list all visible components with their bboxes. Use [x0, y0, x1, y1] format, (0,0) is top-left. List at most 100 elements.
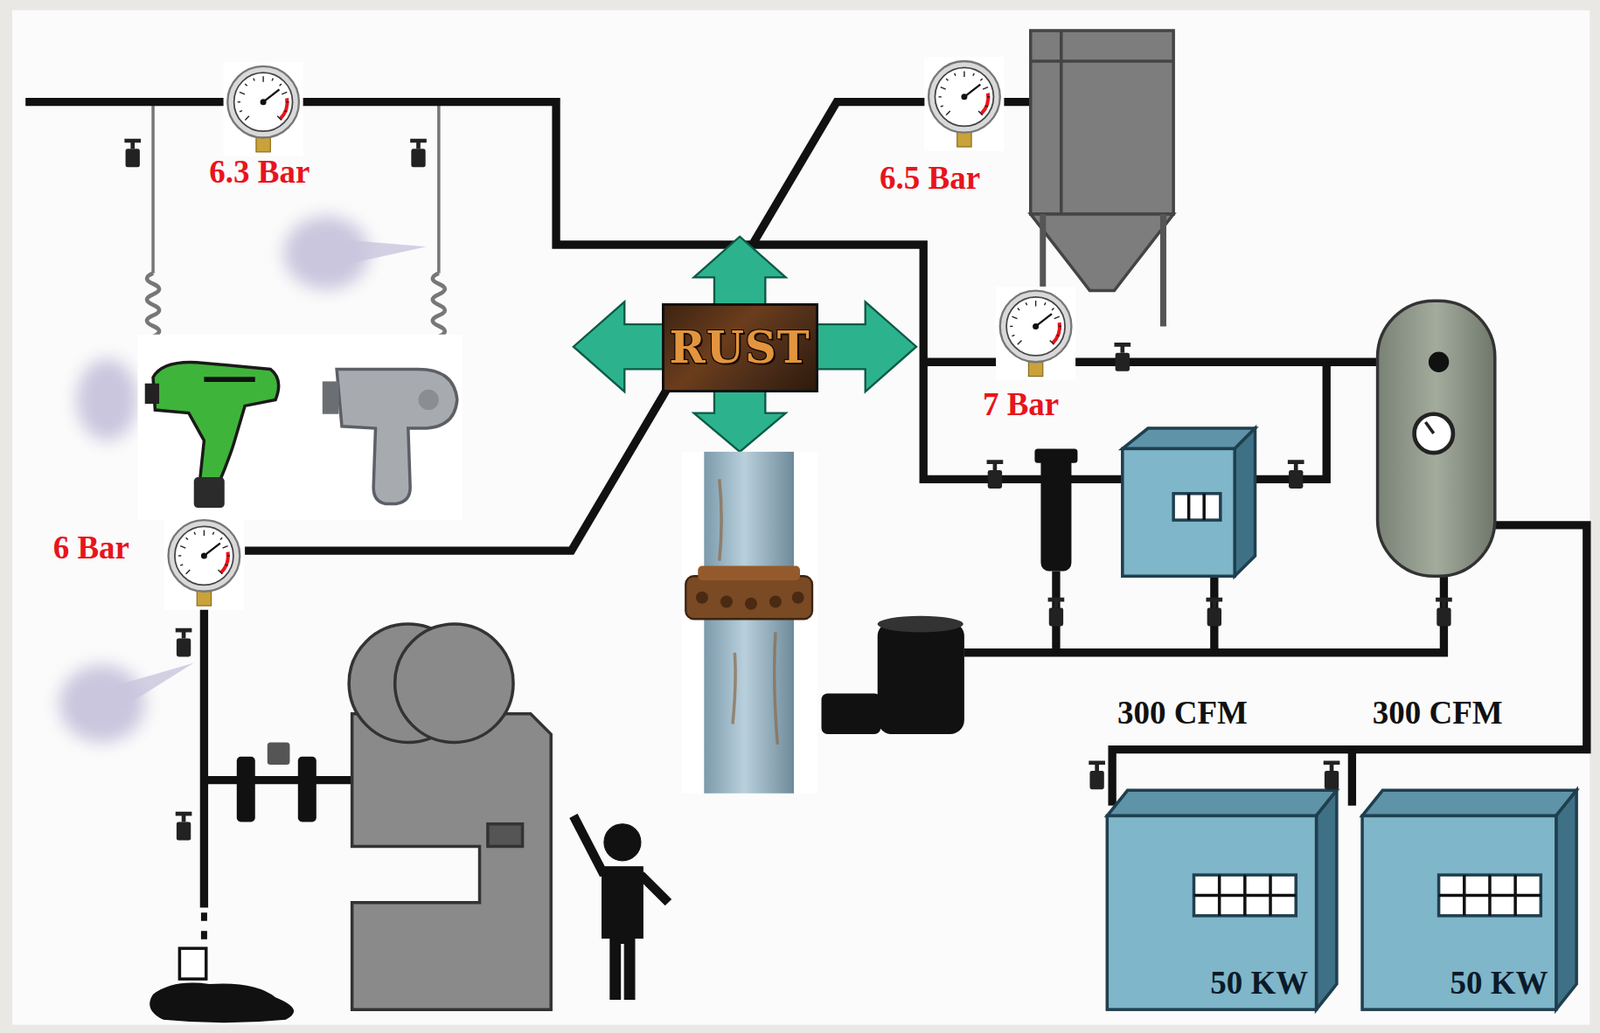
- pressure-gauge-part: [1017, 340, 1023, 346]
- rusty-pipe-photo-part: [685, 576, 813, 620]
- compressor-units-part: [1439, 875, 1542, 917]
- press-machine-part: [352, 714, 552, 1010]
- drain-tank: [821, 616, 965, 735]
- operator-part: [604, 824, 641, 862]
- valve-symbol-part: [1113, 344, 1131, 353]
- pressure-gauge-part: [938, 96, 941, 98]
- rust-arrows-part: [694, 390, 787, 453]
- press-machine-part: [395, 624, 514, 743]
- air-tools-part: [145, 383, 160, 404]
- valve-symbol-part: [1048, 599, 1065, 608]
- rust-arrows: [573, 236, 917, 453]
- dryer-part: [1122, 448, 1235, 577]
- pressure-gauge-part: [1050, 340, 1055, 346]
- pressure-reading: 6 Bar: [53, 530, 130, 567]
- valve-symbol-part: [1088, 763, 1106, 772]
- rust-arrows-part: [694, 236, 787, 307]
- receiver-tank-part: [1377, 300, 1496, 577]
- compressor-units-part: [1439, 875, 1542, 917]
- pressure-gauge-part: [954, 73, 956, 77]
- rust-callout-box: RUST: [661, 303, 819, 394]
- pressure-gauge: [924, 56, 1004, 151]
- pressure-gauge-part: [279, 83, 282, 86]
- valve-symbol: [410, 140, 427, 167]
- frl-unit-part: [298, 757, 317, 823]
- valve-symbol-part: [1089, 771, 1104, 790]
- operator-part: [573, 815, 669, 903]
- compressor-units-part: [1556, 790, 1577, 1010]
- drop-lines-part: [432, 273, 446, 337]
- pressure-gauge-part: [980, 78, 982, 81]
- drop-lines-part: [437, 102, 441, 274]
- compressor-unit: 300 CFM50 KW: [1362, 790, 1577, 1010]
- rust-arrows-part: [573, 301, 666, 392]
- pressure-gauge-part: [239, 111, 243, 112]
- pressure-gauge-part: [164, 515, 244, 610]
- filter-part: [1034, 448, 1078, 463]
- pressure-gauge-part: [218, 570, 223, 575]
- air-tools-part: [153, 362, 279, 480]
- air-tools-part: [203, 376, 255, 383]
- silo-part: [1030, 30, 1174, 215]
- pressure-gauge: [223, 62, 304, 156]
- pressure-gauge-part: [1000, 291, 1072, 363]
- receiver-tank-part: [1414, 414, 1454, 453]
- valve-symbol-part: [1206, 599, 1224, 608]
- pressure-gauge-part: [227, 66, 300, 139]
- valve-symbol: [1323, 763, 1341, 790]
- pressure-gauge-part: [1011, 316, 1017, 320]
- silo-part: [1030, 30, 1174, 215]
- air-tools-part: [322, 381, 340, 414]
- rusty-pipe-photo-part: [695, 591, 709, 605]
- valve-symbol-part: [124, 140, 141, 149]
- valve-symbol: [1435, 599, 1453, 627]
- valve-symbol-part: [175, 630, 193, 639]
- oil-drip-part: [149, 983, 294, 1024]
- pressure-gauge: [164, 515, 244, 610]
- silo: [1030, 30, 1174, 327]
- pressure-gauge-part: [262, 76, 264, 83]
- pipe-network-part: [203, 776, 352, 785]
- pipe-network: [25, 102, 1587, 909]
- drip-line: [201, 912, 208, 949]
- pressure-reading: 6.5 Bar: [879, 160, 981, 197]
- valve-symbol-part: [410, 148, 425, 167]
- pressure-gauges: [164, 56, 1076, 610]
- valve-symbol-part: [1435, 599, 1453, 608]
- pressure-gauge-part: [928, 61, 1001, 133]
- filter-part: [1040, 453, 1072, 571]
- pressure-gauge-part: [225, 564, 229, 566]
- filter: [1034, 448, 1078, 571]
- valve-symbol-part: [1436, 607, 1451, 627]
- operator-part: [602, 867, 644, 1001]
- pipe-network-part: [200, 573, 209, 909]
- pressure-gauge-part: [1054, 316, 1060, 320]
- pressure-gauge-part: [982, 87, 988, 91]
- pressure-gauge-part: [963, 70, 965, 77]
- dryer: [1122, 428, 1256, 577]
- pressure-gauge-part: [980, 92, 991, 115]
- pipe-network-part: [964, 576, 1445, 654]
- pressure-gauge-part: [253, 78, 255, 82]
- valve-symbol-part: [987, 470, 1002, 489]
- rust-label: RUST: [669, 324, 811, 373]
- pressure-gauge-part: [203, 530, 205, 537]
- valve-symbol-part: [1115, 353, 1130, 372]
- oil-drip: [149, 948, 294, 1023]
- pipe-network-part: [1348, 750, 1357, 807]
- dryer-part: [1122, 428, 1256, 449]
- pressure-gauge-part: [1032, 323, 1039, 330]
- pressure-gauge-part: [1044, 302, 1046, 306]
- pressure-gauge-part: [1058, 326, 1062, 327]
- air-tools-part: [336, 368, 458, 504]
- pressure-gauge-part: [260, 98, 267, 105]
- drop-lines-part: [151, 102, 155, 274]
- rusty-pipe-photo: [681, 452, 818, 794]
- pressure-gauge-part: [284, 111, 287, 112]
- pressure-gauge-part: [1017, 308, 1020, 311]
- rusty-pipe-photo-part: [792, 591, 805, 605]
- pressure-gauge-part: [1051, 322, 1063, 345]
- air-puffs-part: [352, 240, 427, 264]
- press-machine: [348, 624, 551, 1010]
